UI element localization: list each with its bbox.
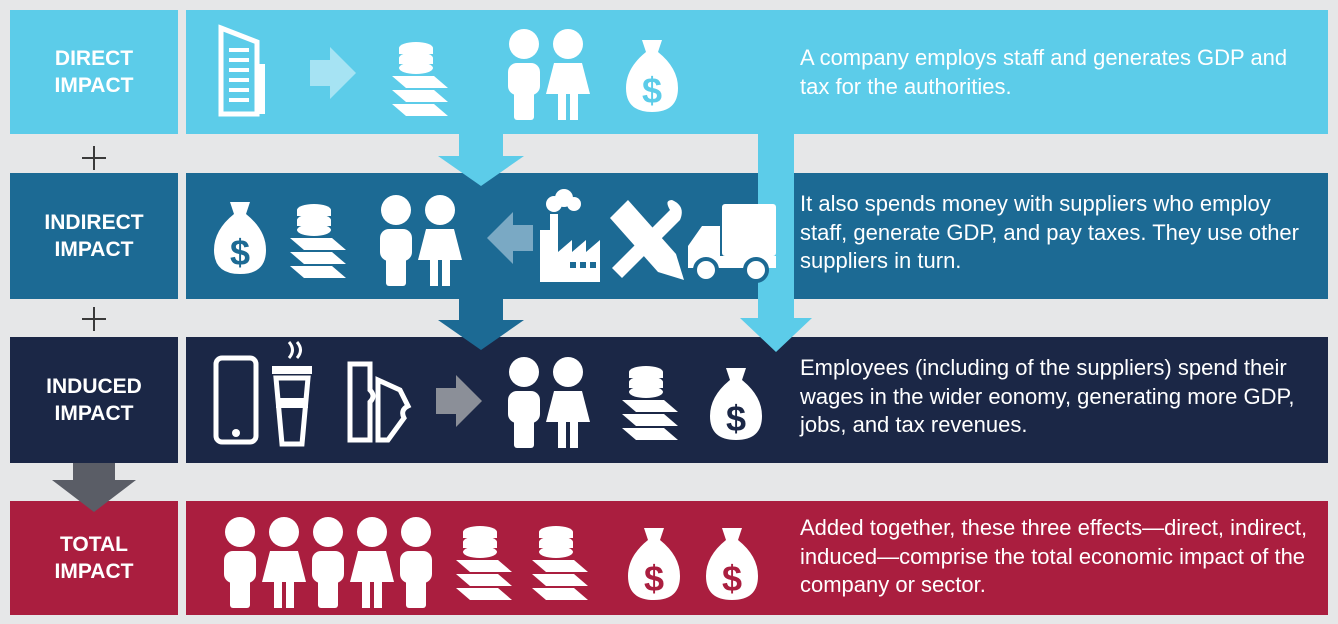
label-direct-impact: DIRECT IMPACT bbox=[10, 10, 178, 134]
label-indirect-impact: INDIRECT IMPACT bbox=[10, 173, 178, 299]
svg-text:$: $ bbox=[726, 398, 746, 439]
man-icon bbox=[312, 517, 344, 608]
svg-text:$: $ bbox=[644, 558, 664, 599]
woman-icon bbox=[262, 517, 306, 608]
truck-icon bbox=[688, 204, 776, 283]
money-bag-icon: $ bbox=[626, 34, 678, 112]
svg-text:$: $ bbox=[722, 558, 742, 599]
description-induced: Employees (including of the suppliers) s… bbox=[800, 355, 1295, 438]
label-total-line1: TOTAL bbox=[59, 532, 129, 556]
label-total-line2: IMPACT bbox=[54, 560, 134, 583]
money-stack-icon bbox=[392, 42, 448, 116]
money-stack-icon bbox=[456, 526, 512, 600]
woman-icon bbox=[546, 29, 590, 120]
svg-text:$: $ bbox=[642, 70, 662, 111]
flow-arrow-to-total bbox=[52, 463, 136, 512]
description-total: Added together, these three effects—dire… bbox=[800, 515, 1308, 598]
man-icon bbox=[508, 29, 540, 120]
arrow-right-icon bbox=[436, 375, 482, 427]
woman-icon bbox=[418, 195, 462, 286]
plus-icon bbox=[82, 146, 106, 170]
description-indirect: It also spends money with suppliers who … bbox=[800, 191, 1299, 274]
svg-text:$: $ bbox=[230, 232, 250, 273]
tickets-icon bbox=[347, 361, 412, 443]
office-building-icon bbox=[218, 24, 265, 117]
plus-icon bbox=[82, 307, 106, 331]
woman-icon bbox=[546, 357, 590, 448]
flow-arrow-indirect-to-induced bbox=[438, 299, 524, 350]
coffee-cup-icon bbox=[272, 341, 312, 447]
smartphone-icon bbox=[213, 355, 259, 445]
money-bag-icon: $ bbox=[710, 362, 762, 440]
description-direct: A company employs staff and generates GD… bbox=[800, 45, 1288, 99]
label-indirect-line2: IMPACT bbox=[54, 238, 134, 261]
man-icon bbox=[380, 195, 412, 286]
factory-icon bbox=[540, 189, 600, 282]
money-bag-icon: $ bbox=[706, 522, 758, 600]
arrow-left-icon bbox=[487, 212, 533, 264]
woman-icon bbox=[350, 517, 394, 608]
flow-arrow-direct-to-indirect bbox=[438, 134, 524, 186]
label-induced-line2: IMPACT bbox=[54, 402, 134, 425]
arrow-right-icon bbox=[310, 47, 356, 99]
man-icon bbox=[224, 517, 256, 608]
money-bag-icon: $ bbox=[214, 196, 266, 274]
money-stack-icon bbox=[532, 526, 588, 600]
label-induced-impact: INDUCED IMPACT bbox=[10, 337, 178, 463]
panel-direct bbox=[186, 10, 1328, 134]
tools-icon bbox=[610, 200, 684, 280]
label-indirect-line1: INDIRECT bbox=[44, 210, 144, 234]
money-bag-icon: $ bbox=[628, 522, 680, 600]
money-stack-icon bbox=[290, 204, 346, 278]
label-direct-line1: DIRECT bbox=[54, 46, 134, 70]
label-total-impact: TOTAL IMPACT bbox=[10, 501, 178, 615]
man-icon bbox=[508, 357, 540, 448]
man-icon bbox=[400, 517, 432, 608]
money-stack-icon bbox=[622, 366, 678, 440]
label-induced-line1: INDUCED bbox=[46, 374, 142, 398]
label-direct-line2: IMPACT bbox=[54, 74, 134, 97]
